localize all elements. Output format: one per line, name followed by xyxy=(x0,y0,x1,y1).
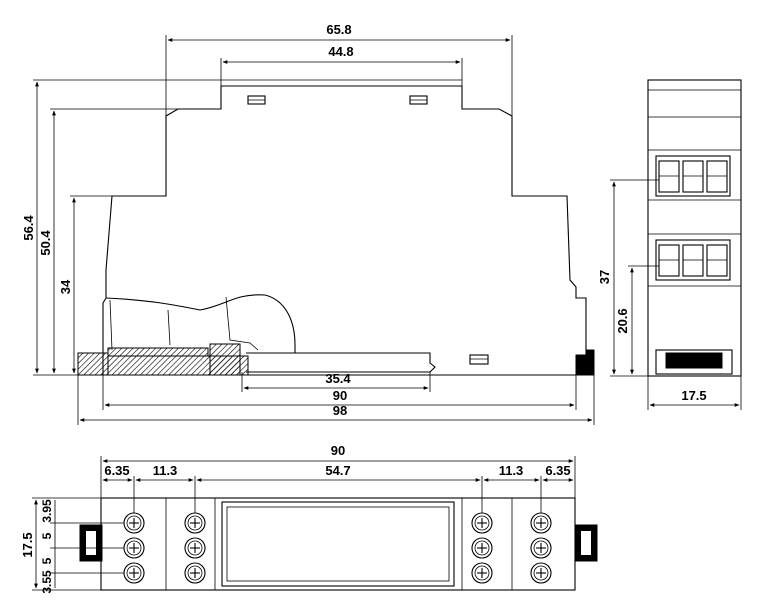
rail-latch xyxy=(469,354,489,365)
screw-column-2 xyxy=(184,512,206,584)
end-rail-clip xyxy=(655,349,733,375)
upper-terminal-block xyxy=(655,155,731,197)
dim-17-5-bottom: 17.5 xyxy=(20,532,35,557)
dim-6-35-right: 6.35 xyxy=(545,463,570,478)
screw-column-1 xyxy=(123,512,145,584)
dim-35-4: 35.4 xyxy=(325,371,351,386)
dim-50-4: 50.4 xyxy=(38,230,53,256)
dim-65-8: 65.8 xyxy=(326,22,351,37)
dim-11-3-left: 11.3 xyxy=(153,463,178,478)
side-view: 65.8 44.8 56.4 50.4 34 35.4 90 98 xyxy=(21,22,595,425)
base-hatch-left xyxy=(77,352,109,376)
base-hatch-spring xyxy=(209,343,241,376)
dim-44-8: 44.8 xyxy=(328,44,353,59)
din-rail-clip xyxy=(246,352,436,373)
center-window xyxy=(221,501,455,587)
dim-34: 34 xyxy=(58,279,73,294)
end-view: 37 20.6 17.5 xyxy=(597,79,742,410)
base-hatch-top xyxy=(107,347,209,357)
dim-90-bottom: 90 xyxy=(331,443,345,458)
dim-3-95: 3.95 xyxy=(40,499,54,523)
screw-column-4 xyxy=(530,512,552,584)
dim-3-55: 3.55 xyxy=(40,570,54,594)
dim-17-5: 17.5 xyxy=(681,388,706,403)
screw-column-3 xyxy=(471,512,493,584)
housing-outline xyxy=(102,85,587,375)
right-clip xyxy=(574,524,598,562)
cutaway-curve xyxy=(105,294,296,353)
end-housing xyxy=(647,79,742,377)
dim-90-side: 90 xyxy=(333,388,347,403)
right-foot xyxy=(575,354,595,376)
dim-98: 98 xyxy=(333,403,347,418)
dim-5-b: 5 xyxy=(40,557,54,564)
left-clip xyxy=(79,524,103,562)
lower-terminal-block xyxy=(655,239,731,281)
dim-11-3-right: 11.3 xyxy=(499,463,524,478)
dim-56-4: 56.4 xyxy=(21,215,36,241)
bottom-view: 90 6.35 11.3 54.7 11.3 6.35 17.5 3.95 5 … xyxy=(20,443,598,594)
dim-20-6: 20.6 xyxy=(615,308,630,333)
dim-5-a: 5 xyxy=(40,532,54,539)
dim-6-35-left: 6.35 xyxy=(104,463,129,478)
bottom-housing xyxy=(100,497,576,591)
dim-37: 37 xyxy=(597,270,612,284)
dim-54-7: 54.7 xyxy=(325,463,350,478)
